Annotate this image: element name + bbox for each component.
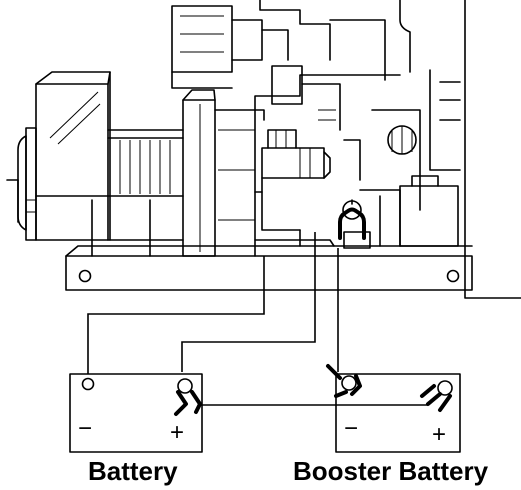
battery-positive-clamp (174, 378, 202, 416)
cables (87, 232, 428, 406)
battery: − + (69, 373, 203, 453)
booster-negative-clamp (326, 364, 362, 398)
battery-negative-cable (87, 256, 265, 374)
generator-set (6, 0, 521, 299)
starter-motor (254, 129, 331, 231)
booster-positive-symbol: + (432, 421, 446, 448)
booster-positive-clamp (420, 380, 453, 412)
enclosure-panel (399, 0, 521, 299)
battery-positive-symbol: + (170, 419, 184, 446)
booster-battery-label: Booster Battery (293, 456, 489, 486)
engine-block (171, 0, 461, 249)
battery-negative-symbol: − (78, 415, 92, 442)
booster-negative-symbol: − (344, 415, 358, 442)
flywheel-housing (182, 89, 256, 257)
alternator (6, 71, 184, 257)
battery-negative-terminal (81, 377, 95, 391)
base-frame (65, 245, 473, 291)
engine-ground-clamp (338, 199, 366, 240)
battery-positive-cable (181, 232, 316, 372)
booster-battery: − + (326, 364, 461, 453)
battery-label: Battery (88, 456, 178, 486)
